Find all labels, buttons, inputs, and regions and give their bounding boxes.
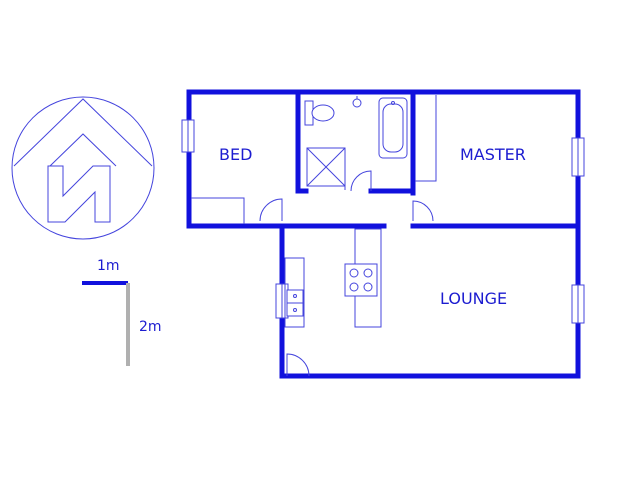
scale-2m-label: 2m <box>139 319 162 335</box>
bathroom-fixtures <box>304 96 408 190</box>
windows <box>181 119 585 324</box>
master-cupboard <box>415 95 437 182</box>
room-label-bed: BED <box>219 145 252 164</box>
scale-bar <box>82 281 130 366</box>
compass-icon <box>11 96 155 240</box>
room-label-lounge: LOUNGE <box>440 289 507 308</box>
bed-cupboard <box>191 197 245 224</box>
kitchen <box>284 228 382 328</box>
doors <box>259 170 434 377</box>
scale-1m-label: 1m <box>97 258 120 274</box>
room-label-master: MASTER <box>460 145 526 164</box>
